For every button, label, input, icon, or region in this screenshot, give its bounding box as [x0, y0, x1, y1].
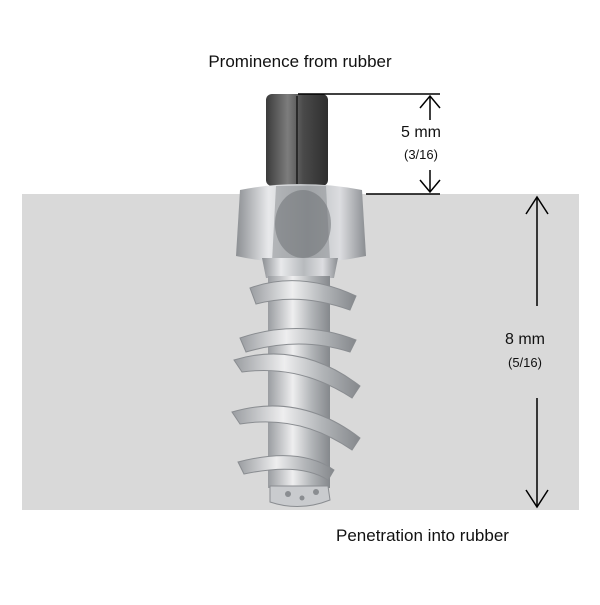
thread-shank	[268, 276, 330, 488]
screw-stud-illustration	[231, 94, 366, 507]
penetration-fraction: (5/16)	[508, 355, 542, 370]
prominence-dimension	[298, 93, 441, 195]
penetration-title: Penetration into rubber	[336, 526, 509, 545]
penetration-dimension	[525, 195, 549, 509]
penetration-value: 8 mm	[505, 331, 545, 348]
prominence-arrowhead-up	[419, 94, 441, 109]
prominence-arrowhead-down	[419, 179, 441, 194]
penetration-arrowhead-down	[525, 489, 549, 509]
prominence-value: 5 mm	[401, 124, 441, 141]
prominence-title: Prominence from rubber	[208, 52, 392, 71]
penetration-arrowhead-up	[525, 195, 549, 215]
prominence-fraction: (3/16)	[404, 147, 438, 162]
